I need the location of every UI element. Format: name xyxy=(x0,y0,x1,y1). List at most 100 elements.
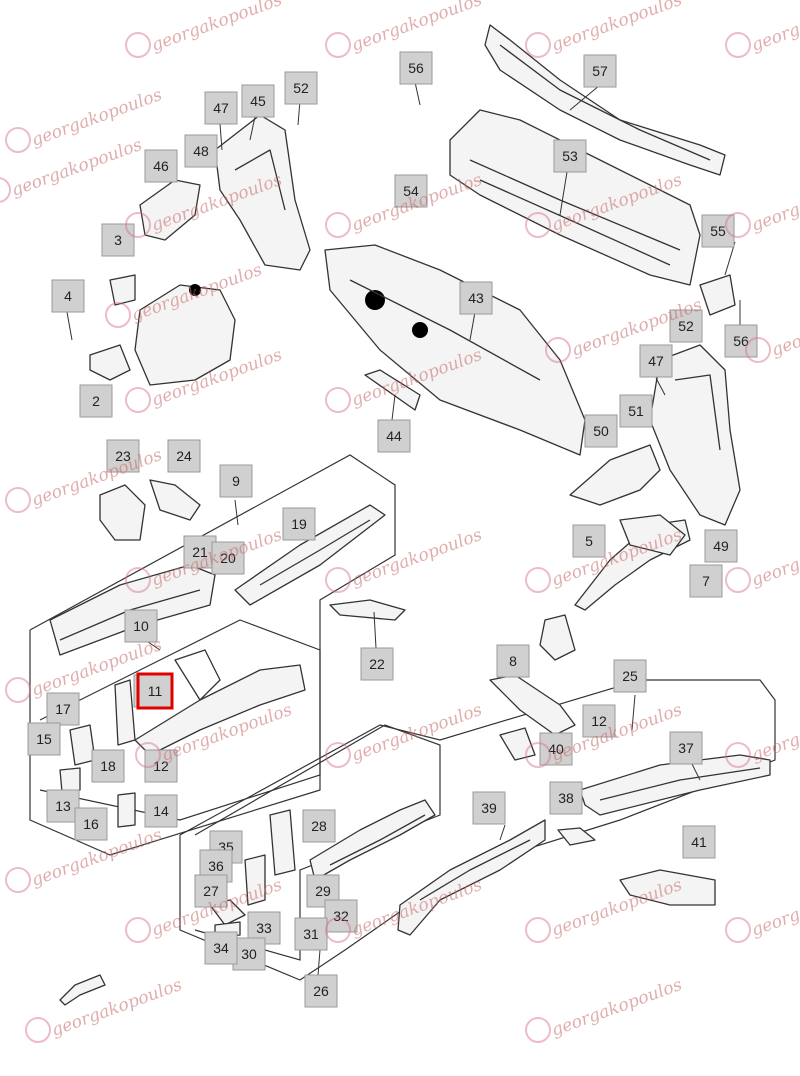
callout-3: 3 xyxy=(101,223,135,257)
watermark: georgakopoulos xyxy=(725,0,800,58)
svg-text:georgakopoulos: georgakopoulos xyxy=(749,170,800,236)
callout-number: 39 xyxy=(481,800,497,816)
callout-number: 54 xyxy=(403,183,419,199)
small-bracket-left xyxy=(89,274,136,381)
callout-49: 49 xyxy=(704,529,738,563)
callout-number: 46 xyxy=(153,158,169,174)
callout-number: 53 xyxy=(562,148,578,164)
callout-number: 20 xyxy=(220,550,236,566)
callout-number: 34 xyxy=(213,940,229,956)
callout-45: 45 xyxy=(241,84,275,118)
callout-number: 36 xyxy=(208,858,224,874)
callout-highlighted[interactable]: 11 xyxy=(136,672,174,710)
cowl-top-panel xyxy=(484,24,726,176)
svg-text:georgakopoulos: georgakopoulos xyxy=(349,875,485,941)
callout-52: 52 xyxy=(284,71,318,105)
callout-54: 54 xyxy=(394,174,428,208)
callout-number: 49 xyxy=(713,538,729,554)
callout-27: 27 xyxy=(194,874,228,908)
callout-number: 3 xyxy=(114,232,122,248)
callout-47: 47 xyxy=(204,91,238,125)
svg-text:georgakopoulos: georgakopoulos xyxy=(29,445,165,511)
callout-28: 28 xyxy=(302,809,336,843)
callout-41: 41 xyxy=(682,825,716,859)
right-apron-upper xyxy=(699,274,736,316)
callout-29: 29 xyxy=(306,874,340,908)
callout-56: 56 xyxy=(399,51,433,85)
watermark: georgakopoulos xyxy=(725,170,800,238)
callout-34: 34 xyxy=(204,931,238,965)
svg-text:georgakopoulos: georgakopoulos xyxy=(149,0,285,56)
callout-number: 30 xyxy=(241,946,257,962)
callout-number: 32 xyxy=(333,908,349,924)
watermark: georgakopoulos xyxy=(5,85,165,153)
callout-7: 7 xyxy=(689,564,723,598)
reinforcement-22 xyxy=(329,599,406,621)
callout-17: 17 xyxy=(46,692,80,726)
callout-26: 26 xyxy=(304,974,338,1008)
callout-number: 44 xyxy=(386,428,402,444)
frame-rear-inner xyxy=(194,724,441,961)
callout-number: 5 xyxy=(585,533,593,549)
front-bracket-23 xyxy=(99,484,146,541)
callout-number: 7 xyxy=(702,573,710,589)
callout-13: 13 xyxy=(46,789,80,823)
callout-4: 4 xyxy=(51,279,85,313)
callout-12: 12 xyxy=(144,749,178,783)
callout-number: 28 xyxy=(311,818,327,834)
svg-text:georgakopoulos: georgakopoulos xyxy=(49,975,185,1041)
callout-number: 47 xyxy=(648,353,664,369)
callout-5: 5 xyxy=(572,524,606,558)
frame-front-group xyxy=(29,454,396,856)
callout-number: 13 xyxy=(55,798,71,814)
callout-number: 33 xyxy=(256,920,272,936)
callout-number: 45 xyxy=(250,93,266,109)
watermark: georgakopoulos xyxy=(125,0,285,58)
callout-50: 50 xyxy=(584,414,618,448)
callout-55: 55 xyxy=(701,214,735,248)
callout-number: 2 xyxy=(92,393,100,409)
svg-text:georgakopoulos: georgakopoulos xyxy=(549,875,685,941)
callout-number: 48 xyxy=(193,143,209,159)
callout-number: 22 xyxy=(369,656,385,672)
svg-text:georgakopoulos: georgakopoulos xyxy=(749,875,800,941)
callout-number: 24 xyxy=(176,448,192,464)
callout-9: 9 xyxy=(219,464,253,498)
callout-52: 52 xyxy=(669,309,703,343)
callout-number: 56 xyxy=(408,60,424,76)
front-small-parts xyxy=(59,679,136,828)
part-38 xyxy=(557,827,596,846)
watermark: georgakopoulos xyxy=(0,135,145,203)
callout-32: 32 xyxy=(324,899,358,933)
front-side-member-11 xyxy=(134,649,306,756)
callout-51: 51 xyxy=(619,394,653,428)
callout-number: 37 xyxy=(678,740,694,756)
callout-number: 18 xyxy=(100,758,116,774)
callout-number: 4 xyxy=(64,288,72,304)
callout-22: 22 xyxy=(360,647,394,681)
svg-text:georgakopoulos: georgakopoulos xyxy=(29,85,165,151)
callout-30: 30 xyxy=(232,937,266,971)
callout-23: 23 xyxy=(106,439,140,473)
svg-text:georgakopoulos: georgakopoulos xyxy=(749,0,800,56)
watermark: georgakopoulos xyxy=(525,875,685,943)
frame-rear-group xyxy=(179,679,776,981)
callout-10: 10 xyxy=(124,609,158,643)
svg-text:georgakopoulos: georgakopoulos xyxy=(549,975,685,1041)
callout-number: 52 xyxy=(293,80,309,96)
callout-number: 56 xyxy=(733,333,749,349)
callout-16: 16 xyxy=(74,807,108,841)
callout-number: 11 xyxy=(148,683,163,699)
callout-12: 12 xyxy=(582,704,616,738)
front-side-member-upper xyxy=(234,504,386,606)
front-arrow-icon xyxy=(59,974,106,1006)
watermark: georgakopoulos xyxy=(525,975,685,1043)
callout-44: 44 xyxy=(377,419,411,453)
callout-40: 40 xyxy=(539,732,573,766)
right-front-member xyxy=(574,514,691,611)
cowl-panel xyxy=(449,109,701,286)
callout-number: 16 xyxy=(83,816,99,832)
callout-48: 48 xyxy=(184,134,218,168)
callout-number: 21 xyxy=(192,544,208,560)
